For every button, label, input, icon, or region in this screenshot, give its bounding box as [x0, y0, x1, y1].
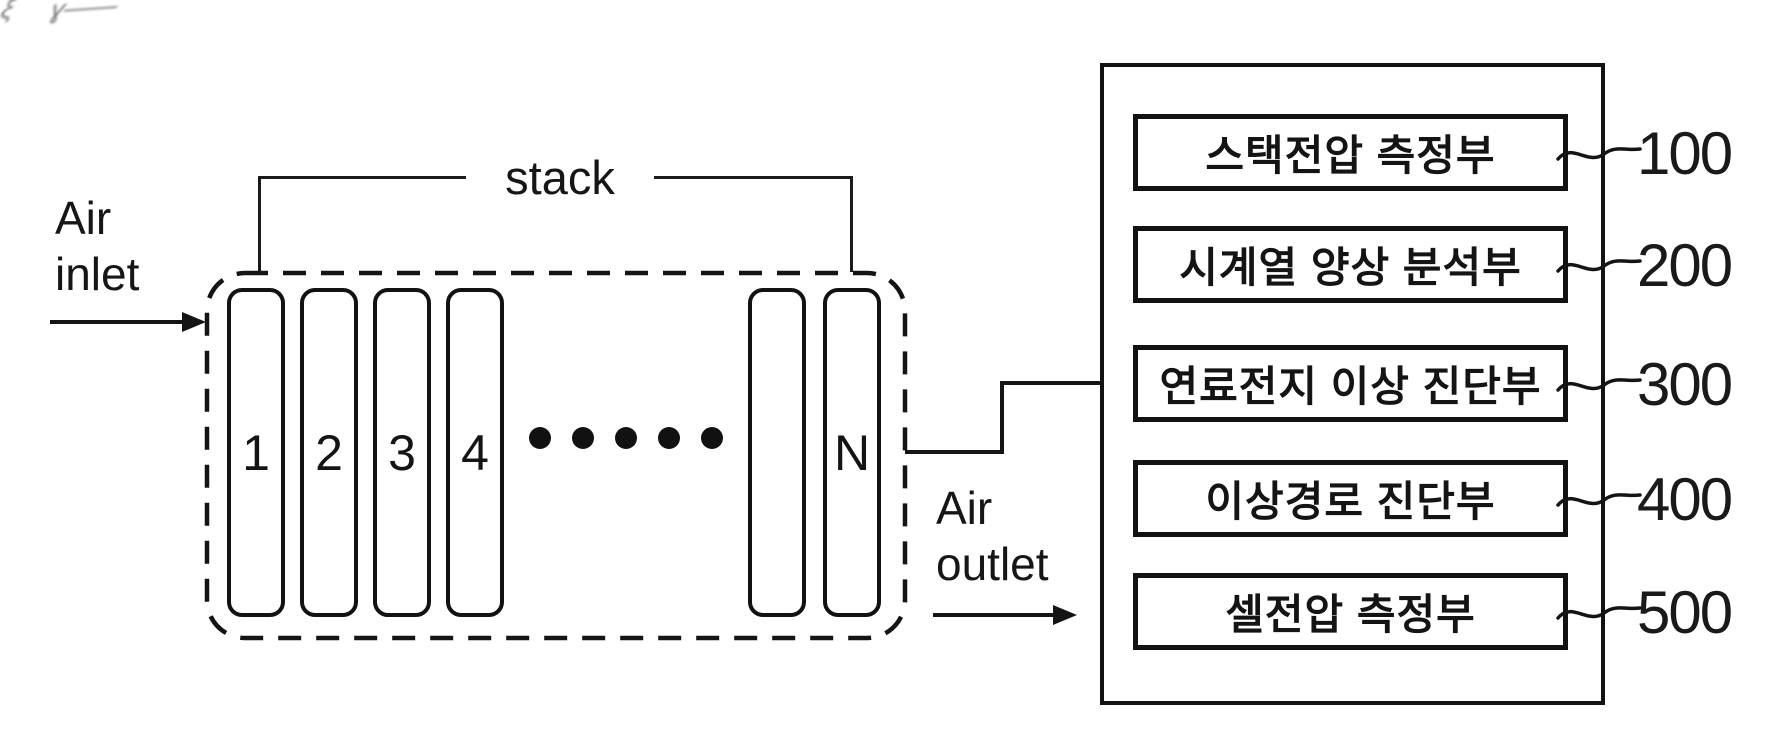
- ellipsis-dot-1-icon: [529, 427, 551, 449]
- stack-system-connector-h2: [1000, 381, 1102, 385]
- stack-bracket-top-right: [654, 176, 853, 179]
- ref-squiggle-500-icon: [1556, 606, 1642, 620]
- ref-squiggle-300-icon: [1556, 378, 1642, 392]
- module-label: 시계열 양상 분석부: [1179, 244, 1522, 291]
- fuel-cell-2-number: 2: [315, 424, 343, 481]
- fuel-cell-1: 1: [227, 288, 285, 617]
- fuel-cell-n-label: N: [833, 424, 871, 481]
- fuel-cell-4: 4: [446, 288, 504, 617]
- fuel-cell-2: 2: [300, 288, 358, 617]
- stack-bracket-top-left: [258, 176, 466, 179]
- fuel-cell-n-minus-1: [748, 288, 806, 617]
- stack-bracket-right-leg: [850, 176, 853, 272]
- air-inlet-label: Air inlet: [55, 190, 139, 302]
- module-label: 스택전압 측정부: [1205, 132, 1496, 179]
- stack-label: stack: [505, 151, 615, 204]
- air-outlet-label: Air outlet: [936, 480, 1049, 592]
- module-label: 셀전압 측정부: [1225, 591, 1476, 638]
- stack-boundary-dashed-box: [204, 270, 908, 641]
- air-inlet-label-line2: inlet: [55, 248, 140, 300]
- margin-scribble-right: ɣ——: [47, 0, 122, 25]
- module-label: 연료전지 이상 진단부: [1159, 363, 1542, 410]
- air-inlet-arrow-line: [50, 320, 184, 324]
- margin-scribble-left: ξ: [0, 0, 18, 25]
- module-box-stack-voltage-measure: 스택전압 측정부: [1133, 114, 1568, 191]
- ref-number-100: 100: [1637, 119, 1733, 187]
- ellipsis-dot-4-icon: [658, 427, 680, 449]
- ref-number-500: 500: [1637, 578, 1733, 646]
- ref-number-400: 400: [1637, 465, 1733, 533]
- stack-bracket-left-leg: [258, 176, 261, 272]
- ellipsis-dot-3-icon: [615, 427, 637, 449]
- module-box-cell-voltage-measure: 셀전압 측정부: [1133, 573, 1568, 650]
- ref-number-300: 300: [1637, 350, 1733, 418]
- ref-number-200: 200: [1637, 231, 1733, 299]
- fuel-cell-3-number: 3: [388, 424, 416, 481]
- air-outlet-label-line2: outlet: [936, 538, 1049, 590]
- stack-system-connector-v: [1000, 381, 1004, 454]
- fuel-cell-4-number: 4: [461, 424, 489, 481]
- air-outlet-arrow-line: [933, 613, 1055, 617]
- air-inlet-arrow-head-icon: [182, 312, 206, 332]
- module-box-fault-path-diagnosis: 이상경로 진단부: [1133, 460, 1568, 537]
- module-box-timeseries-pattern-analysis: 시계열 양상 분석부: [1133, 226, 1568, 303]
- air-outlet-label-line1: Air: [936, 482, 993, 534]
- ellipsis-dot-5-icon: [701, 427, 723, 449]
- module-box-fuelcell-fault-diagnosis: 연료전지 이상 진단부: [1133, 345, 1568, 422]
- fuel-cell-3: 3: [373, 288, 431, 617]
- ellipsis-dot-2-icon: [572, 427, 594, 449]
- ref-squiggle-200-icon: [1556, 259, 1642, 273]
- module-label: 이상경로 진단부: [1205, 478, 1496, 525]
- fuel-cell-n: N: [823, 288, 881, 617]
- stack-system-connector-h1: [905, 450, 1004, 454]
- fuel-cell-1-number: 1: [242, 424, 270, 481]
- air-inlet-label-line1: Air: [55, 192, 112, 244]
- air-outlet-arrow-head-icon: [1053, 605, 1077, 625]
- ref-squiggle-400-icon: [1556, 493, 1642, 507]
- ref-squiggle-100-icon: [1556, 147, 1642, 161]
